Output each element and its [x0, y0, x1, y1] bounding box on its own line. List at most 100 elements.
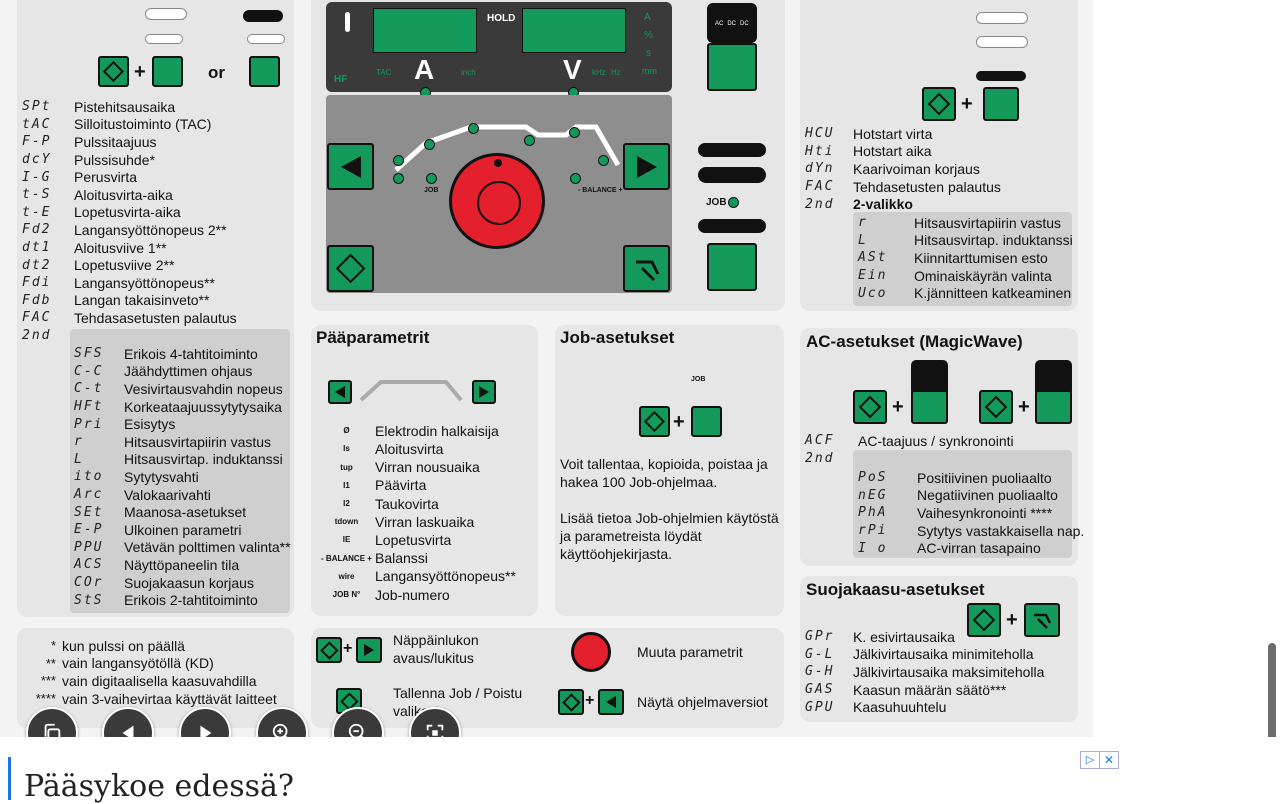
- scrollbar-thumb[interactable]: [1268, 643, 1276, 761]
- menu-label: Hotstart aika: [853, 143, 932, 160]
- store-button[interactable]: [327, 245, 374, 292]
- menu-code: COr: [74, 575, 104, 591]
- ad-headline[interactable]: Pääsykoe edessä?: [24, 769, 294, 804]
- arrow-left-icon: [606, 696, 616, 708]
- menu-label: Ulkoinen parametri: [124, 521, 242, 538]
- arrow-right-icon: [636, 155, 657, 178]
- param-item: - BALANCE +Balanssi: [318, 549, 428, 567]
- footnote-text: vain 3-vaihevirtaa käyttävät laitteet: [62, 690, 277, 707]
- param-symbol: Is: [343, 444, 350, 454]
- current-display: [373, 8, 477, 53]
- menu-code: L: [858, 232, 868, 248]
- menu-code: Fdi: [22, 275, 52, 291]
- param-label: Aloitusvirta: [375, 440, 444, 457]
- job-settings-panel: Job-asetukset JOB + Voit tallentaa, kopi…: [555, 325, 784, 616]
- process-button[interactable]: [707, 43, 757, 91]
- menu-code: I-G: [22, 169, 52, 185]
- param-item: Is Aloitusvirta: [318, 440, 443, 458]
- left-arrow-button[interactable]: [327, 143, 374, 190]
- gas-test-button[interactable]: [623, 245, 670, 292]
- ad-choices-icon[interactable]: ▷: [1080, 751, 1100, 769]
- menu-code: t-E: [22, 204, 52, 220]
- param-symbol: JOB N°: [332, 590, 361, 600]
- gas-settings-title: Suojakaasu-asetukset: [806, 580, 985, 599]
- menu-code: I o: [858, 540, 888, 556]
- green-button-icon: [152, 56, 183, 87]
- menu-label: AC-taajuus / synkronointi: [858, 432, 1014, 449]
- menu-label: Tehdasasetusten palautus: [74, 309, 237, 326]
- dial-icon: [571, 632, 611, 672]
- ac-settings-title: AC-asetukset (MagicWave): [806, 332, 1023, 351]
- menu-code: C-t: [74, 381, 104, 397]
- menu-label: Lopetusvirta-aika: [74, 204, 181, 221]
- display-panel: HOLD A V HF TAC inch kHz Hz A % s mm: [326, 2, 672, 92]
- menu-label: Langan takaisinveto**: [74, 292, 210, 309]
- menu-code: Fdb: [22, 292, 52, 308]
- menu-code: 2nd: [805, 196, 835, 212]
- job-mark: JOB: [424, 187, 439, 194]
- menu-code: t-S: [22, 187, 52, 203]
- param-symbol: wire: [338, 571, 355, 581]
- menu-label: Langansyöttönopeus 2**: [74, 221, 227, 238]
- parameter-dial[interactable]: [449, 153, 545, 249]
- main-params-title: Pääparametrit: [316, 328, 430, 347]
- param-symbol: IE: [342, 535, 351, 545]
- list-item: SFS Erikois 4-tahtitoiminto: [74, 345, 258, 363]
- menu-label: Vesivirtausvahdin nopeus: [124, 380, 283, 397]
- unit-amp: A: [644, 12, 651, 23]
- mode-button[interactable]: [707, 243, 757, 291]
- menu-code: SFS: [74, 346, 104, 362]
- ad-banner[interactable]: Pääsykoe edessä? ▷ ✕: [0, 737, 1280, 804]
- menu-label: Sytytysvahti: [124, 468, 199, 485]
- mini-curve: [359, 380, 463, 402]
- menu-label: K.jännitteen katkeaminen: [914, 285, 1072, 302]
- menu-code: dt1: [22, 240, 52, 256]
- menu-label: Suojakaasun korjaus: [124, 574, 254, 591]
- close-icon[interactable]: ✕: [1099, 751, 1119, 769]
- menu-code: PoS: [858, 470, 888, 486]
- unit-mm: mm: [642, 66, 657, 76]
- torch-mode-2: [698, 167, 766, 183]
- right-arrow-button[interactable]: [623, 143, 670, 190]
- param-symbol: Ø: [343, 426, 350, 436]
- menu-code: dYn: [805, 161, 835, 177]
- list-item: COr Suojakaasun korjaus: [74, 574, 254, 592]
- legend-versions: Näytä ohjelmaversiot: [637, 694, 768, 710]
- menu-label: Erikois 2-tahtitoiminto: [124, 592, 258, 609]
- arrow-left-icon: [335, 386, 345, 398]
- balance-mark: - BALANCE +: [578, 187, 623, 194]
- menu-code: 2nd: [805, 450, 835, 466]
- menu-label: Sytytys vastakkaisella nap.: [917, 522, 1085, 539]
- menu-code: ASt: [858, 250, 888, 266]
- job-text-2: Lisää tietoa Job-ohjelmien käytöstä ja p…: [560, 510, 779, 562]
- menu-code: SPt: [22, 99, 52, 115]
- menu-label: Hitsausvirtapiirin vastus: [124, 433, 272, 450]
- ad-accent: [8, 757, 11, 800]
- menu-label: Vaihesynkronointi ****: [917, 504, 1053, 521]
- list-item: t-E Lopetusvirta-aika: [22, 204, 181, 222]
- torch-icon: [1034, 613, 1052, 629]
- menu-label: Erikois 4-tahtitoiminto: [124, 345, 258, 362]
- menu-label: Kiinnitarttumisen esto: [914, 249, 1048, 266]
- menu-code: L: [74, 451, 84, 467]
- footnote-mark: **: [45, 655, 56, 671]
- footnote-text: kun pulssi on päällä: [62, 637, 185, 654]
- param-symbol: tup: [340, 462, 353, 472]
- menu-label: Silloitustoiminto (TAC): [74, 116, 212, 133]
